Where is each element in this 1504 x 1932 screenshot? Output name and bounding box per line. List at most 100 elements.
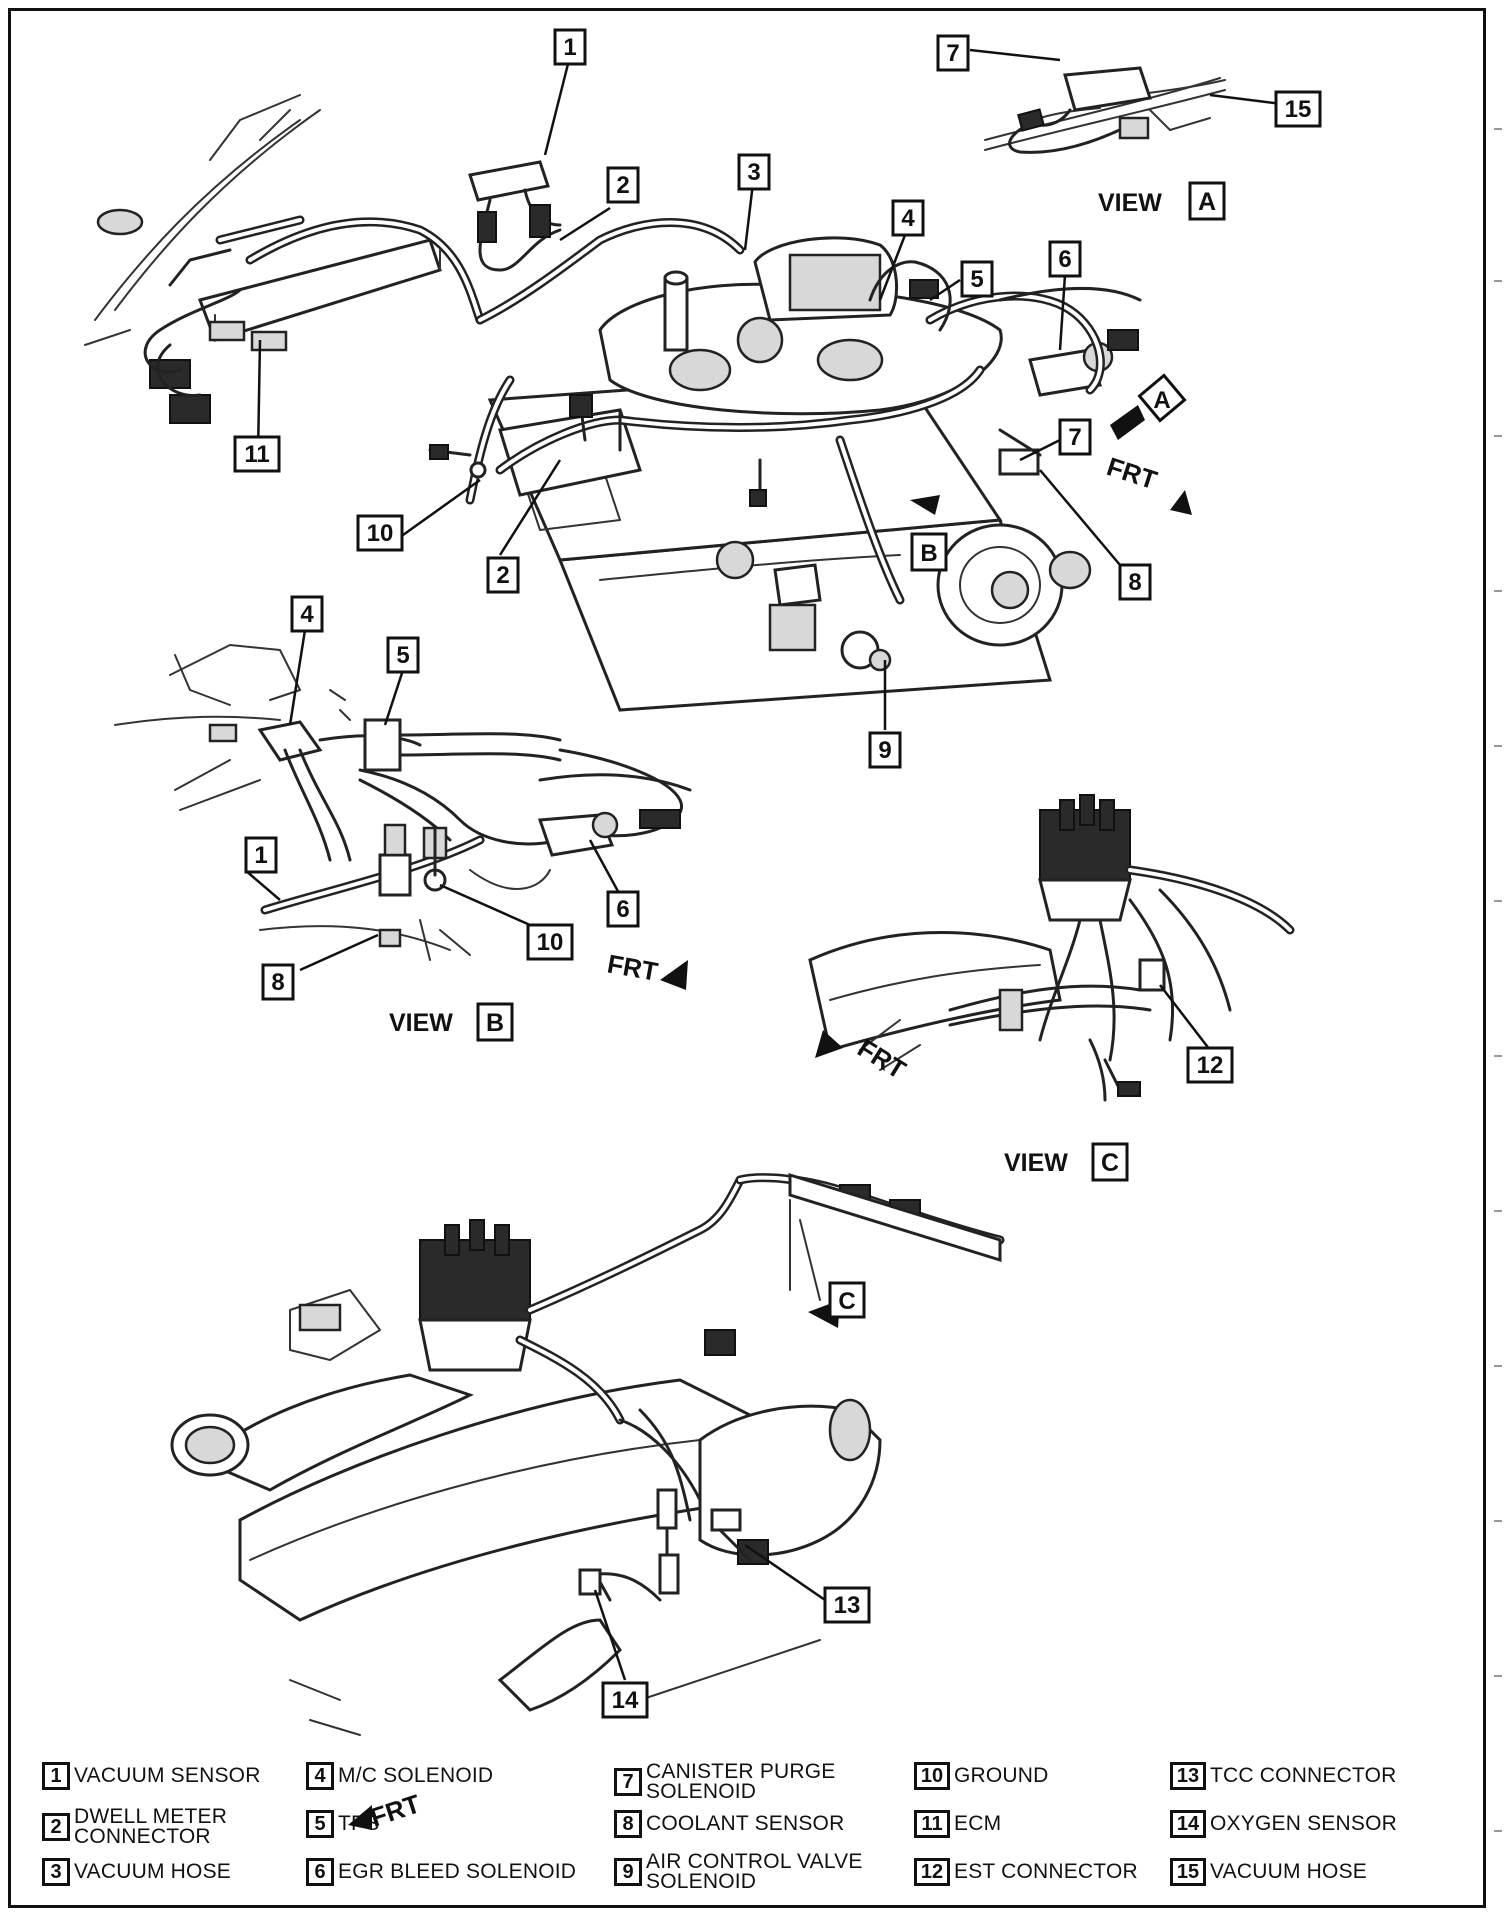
callout-7: 7 xyxy=(1058,418,1092,456)
legend-item-4: 4 M/C SOLENOID xyxy=(306,1762,493,1790)
svg-text:C: C xyxy=(1101,1149,1119,1177)
legend-label: ECM xyxy=(954,1812,1002,1835)
legend-label: VACUUM HOSE xyxy=(74,1860,231,1883)
view-a-illustration xyxy=(984,66,1226,154)
frt-label-main: FRT xyxy=(1103,451,1160,495)
legend-number: 15 xyxy=(1170,1858,1206,1886)
oxygen-sensor xyxy=(578,1568,602,1596)
legend-number: 10 xyxy=(914,1762,950,1790)
callout-8-view-b: 8 xyxy=(261,963,295,1001)
callout-4-view-b: 4 xyxy=(290,595,324,633)
view-marker-a: A xyxy=(1137,373,1187,423)
view-b-label: VIEW B xyxy=(389,1002,514,1042)
view-b-illustration xyxy=(114,644,692,990)
svg-text:5: 5 xyxy=(970,266,983,293)
legend-number: 8 xyxy=(614,1810,642,1838)
view-marker-b: B xyxy=(910,532,948,572)
callout-2-lower: 2 xyxy=(486,556,520,594)
view-c-label: VIEW C xyxy=(1004,1142,1129,1182)
svg-text:14: 14 xyxy=(612,1687,639,1714)
legend-label: VACUUM HOSE xyxy=(1210,1860,1367,1883)
svg-text:8: 8 xyxy=(271,969,284,996)
vacuum-sensor xyxy=(468,160,550,202)
bottom-engine-illustration xyxy=(170,1172,1005,1830)
callout-6: 6 xyxy=(1048,240,1082,278)
svg-text:FRT: FRT xyxy=(1103,451,1160,495)
callout-1-view-b: 1 xyxy=(244,836,278,874)
callout-5-view-b: 5 xyxy=(386,636,420,674)
callout-10: 10 xyxy=(356,514,404,552)
callout-14: 14 xyxy=(601,1681,649,1719)
svg-text:6: 6 xyxy=(1058,246,1071,273)
legend-label: DWELL METER CONNECTOR xyxy=(74,1805,228,1848)
svg-text:13: 13 xyxy=(834,1592,861,1619)
legend-number: 2 xyxy=(42,1813,70,1841)
svg-text:4: 4 xyxy=(300,601,314,628)
legend-number: 13 xyxy=(1170,1762,1206,1790)
air-control-valve-solenoid xyxy=(773,563,822,607)
callout-5: 5 xyxy=(960,260,994,298)
callout-4: 4 xyxy=(891,199,925,237)
svg-text:7: 7 xyxy=(946,40,959,67)
svg-text:8: 8 xyxy=(1128,569,1141,596)
legend-item-10: 10 GROUND xyxy=(914,1762,1049,1790)
callout-12: 12 xyxy=(1186,1046,1234,1084)
frt-label-view-b: FRT xyxy=(605,949,660,987)
svg-text:9: 9 xyxy=(878,737,891,764)
view-a-label: VIEW A xyxy=(1098,181,1226,221)
legend-label: EGR BLEED SOLENOID xyxy=(338,1860,577,1883)
svg-text:5: 5 xyxy=(396,642,409,669)
callout-13: 13 xyxy=(823,1586,871,1624)
svg-text:VIEW: VIEW xyxy=(389,1009,453,1037)
svg-text:C: C xyxy=(838,1288,855,1315)
main-engine-illustration xyxy=(84,94,1192,712)
legend-item-14: 14 OXYGEN SENSOR xyxy=(1170,1810,1397,1838)
legend-number: 5 xyxy=(306,1810,334,1838)
svg-text:6: 6 xyxy=(616,896,629,923)
callout-9: 9 xyxy=(868,731,902,769)
legend-item-8: 8 COOLANT SENSOR xyxy=(614,1810,844,1838)
legend-number: 14 xyxy=(1170,1810,1206,1838)
callout-8: 8 xyxy=(1118,563,1152,601)
svg-text:A: A xyxy=(1153,387,1170,414)
svg-text:VIEW: VIEW xyxy=(1004,1149,1068,1177)
view-marker-c: C xyxy=(828,1281,866,1319)
tcc-connector xyxy=(710,1508,742,1532)
legend-number: 6 xyxy=(306,1858,334,1886)
svg-text:3: 3 xyxy=(747,159,760,186)
svg-text:A: A xyxy=(1198,188,1216,216)
svg-text:1: 1 xyxy=(563,34,576,61)
legend-number: 3 xyxy=(42,1858,70,1886)
svg-text:10: 10 xyxy=(367,520,394,547)
legend-label: AIR CONTROL VALVE SOLENOID xyxy=(646,1850,863,1893)
tps-view-b xyxy=(363,718,402,772)
legend-number: 9 xyxy=(614,1858,642,1886)
diagram-frame xyxy=(8,8,1486,1908)
egr-bleed-solenoid xyxy=(1028,348,1102,397)
legend-label: GROUND xyxy=(954,1764,1049,1787)
callout-1: 1 xyxy=(553,28,587,66)
legend-item-6: 6 EGR BLEED SOLENOID xyxy=(306,1858,576,1886)
callout-10-view-b: 10 xyxy=(526,923,574,961)
legend-label: TCC CONNECTOR xyxy=(1210,1764,1397,1787)
legend-item-3: 3 VACUUM HOSE xyxy=(42,1858,231,1886)
legend-item-15: 15 VACUUM HOSE xyxy=(1170,1858,1367,1886)
legend-label: EST CONNECTOR xyxy=(954,1860,1138,1883)
legend-item-5: 5 TPS xyxy=(306,1810,379,1838)
legend-item-7: 7 CANISTER PURGE SOLENOID xyxy=(614,1760,836,1803)
legend-number: 7 xyxy=(614,1768,642,1796)
distributor xyxy=(419,1239,531,1321)
legend-label: CANISTER PURGE SOLENOID xyxy=(646,1760,836,1803)
legend-item-1: 1 VACUUM SENSOR xyxy=(42,1762,261,1790)
svg-text:2: 2 xyxy=(496,562,509,589)
legend-item-2: 2 DWELL METER CONNECTOR xyxy=(42,1805,228,1848)
svg-text:11: 11 xyxy=(244,441,269,468)
legend-number: 11 xyxy=(914,1810,950,1838)
svg-text:4: 4 xyxy=(901,205,915,232)
callout-2: 2 xyxy=(606,166,640,204)
svg-text:B: B xyxy=(486,1009,504,1037)
legend-number: 1 xyxy=(42,1762,70,1790)
legend-label: COOLANT SENSOR xyxy=(646,1812,845,1835)
svg-text:7: 7 xyxy=(1068,424,1081,451)
